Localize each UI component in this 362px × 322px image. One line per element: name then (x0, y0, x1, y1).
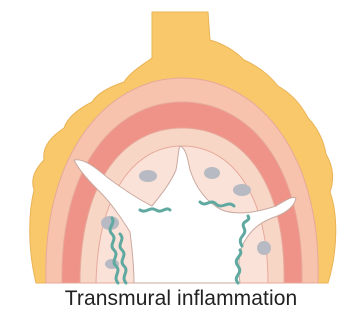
figure-caption: Transmural inflammation (0, 287, 362, 311)
bowel-wall-cross-section (0, 0, 362, 285)
inflammatory-focus (233, 184, 251, 196)
inflammatory-focus (257, 241, 271, 255)
inflammatory-focus (204, 167, 220, 179)
inflammatory-focus (139, 170, 157, 182)
